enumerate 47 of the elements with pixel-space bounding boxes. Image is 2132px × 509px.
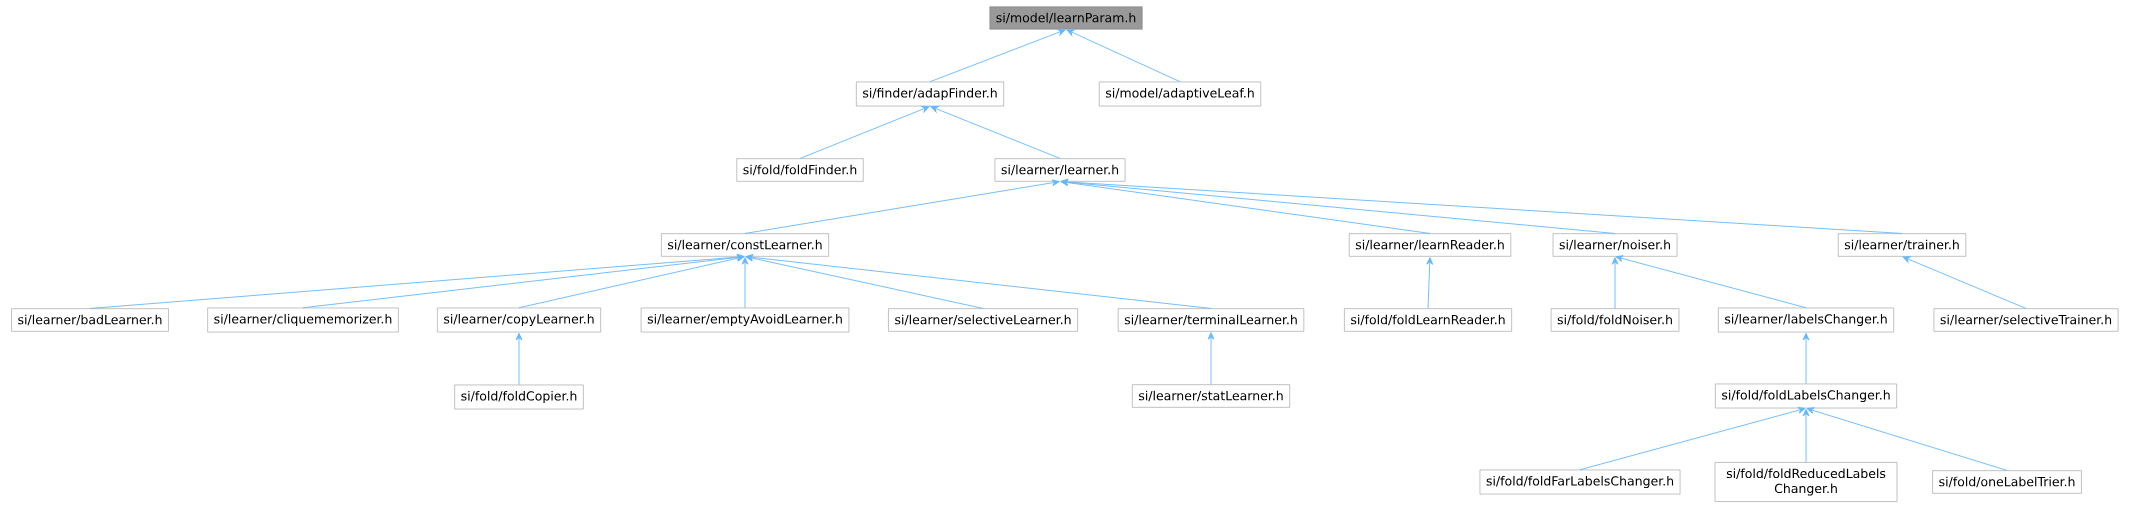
file-box: si/learner/emptyAvoidLearner.h — [640, 307, 850, 333]
file-box: si/learner/statLearner.h — [1132, 384, 1290, 408]
arrow — [1426, 257, 1434, 309]
file-box: si/fold/foldLabelsChanger.h — [1715, 383, 1897, 409]
arrow — [302, 254, 745, 309]
arrow — [1066, 29, 1181, 83]
arrow — [1806, 407, 2008, 471]
arrow — [1207, 332, 1215, 385]
file-box: si/learner/noiser.h — [1552, 233, 1678, 257]
file-box: si/fold/foldReducedLabels Changer.h — [1714, 462, 1898, 502]
arrow — [1060, 178, 1903, 234]
arrow — [518, 254, 745, 309]
file-box: si/learner/cliquememorizer.h — [207, 307, 399, 333]
arrow — [744, 179, 1060, 234]
arrow — [930, 105, 1061, 159]
file-box: si/learner/selectiveLearner.h — [888, 308, 1078, 332]
file-box: si/learner/selectiveTrainer.h — [1933, 308, 2119, 332]
file-box: si/learner/labelsChanger.h — [1718, 307, 1894, 333]
arrow — [1902, 256, 2027, 309]
file-box: si/fold/oneLabelTrier.h — [1932, 470, 2082, 494]
arrow — [1615, 255, 1807, 309]
file-box: si/fold/foldCopier.h — [454, 384, 584, 410]
file-box: si/fold/foldFarLabelsChanger.h — [1479, 469, 1681, 495]
file-box: si/learner/learner.h — [994, 158, 1126, 182]
arrow — [1802, 408, 1810, 463]
arrow — [799, 105, 930, 159]
file-box: si/model/adaptiveLeaf.h — [1099, 81, 1261, 107]
file-box: si/learner/constLearner.h — [661, 233, 829, 257]
arrow — [1611, 257, 1619, 309]
file-box: si/learner/learnReader.h — [1349, 233, 1511, 257]
arrow — [745, 254, 1212, 309]
file-box: si/fold/foldFinder.h — [736, 158, 864, 182]
arrow — [929, 29, 1066, 83]
file-box: si/finder/adapFinder.h — [856, 81, 1004, 107]
arrow — [1802, 332, 1810, 385]
file-box: si/learner/trainer.h — [1838, 233, 1966, 257]
file-box: si/fold/foldLearnReader.h — [1344, 308, 1512, 332]
file-box: si/model/learnParam.h — [989, 6, 1143, 30]
arrow — [89, 253, 745, 309]
arrow — [745, 254, 984, 309]
file-box: si/learner/copyLearner.h — [437, 307, 601, 333]
arrow — [515, 332, 523, 386]
file-box: si/fold/foldNoiser.h — [1550, 308, 1680, 332]
file-box: si/learner/badLearner.h — [11, 308, 169, 332]
arrow — [1579, 407, 1806, 471]
file-box: si/learner/terminalLearner.h — [1118, 308, 1305, 332]
arrow — [741, 257, 749, 309]
